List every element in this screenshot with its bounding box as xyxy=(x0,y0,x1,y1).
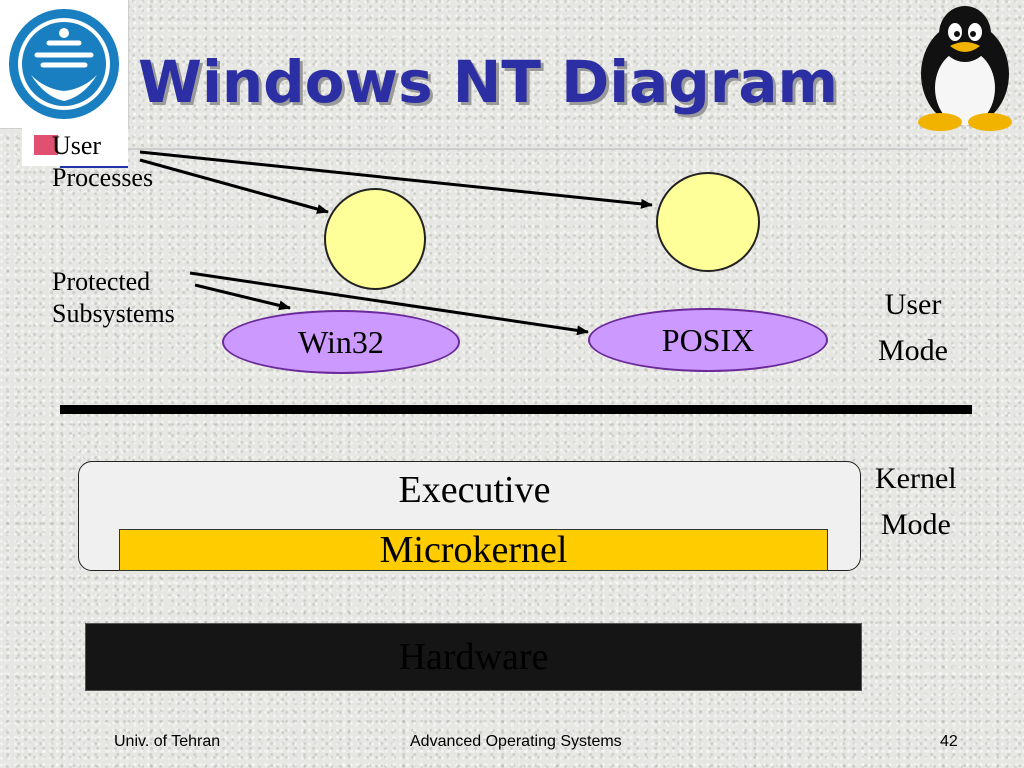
footer-page-number: 42 xyxy=(940,733,958,750)
user-processes-label-line2: Processes xyxy=(52,163,154,192)
kernel-mode-label-line2: Mode xyxy=(880,508,951,541)
win32-user-process xyxy=(324,188,426,290)
slide-title: Windows NT Diagram xyxy=(138,48,838,116)
footer-course-title: Advanced Operating Systems xyxy=(410,733,622,750)
user-mode-label-line2: Mode xyxy=(878,334,948,367)
arrow-protected-to-win32 xyxy=(194,283,291,311)
protected-subsystems-label-line1: Protected xyxy=(52,267,151,296)
user-mode-label: User Mode xyxy=(878,282,948,374)
kernel-mode-label-line1: Kernel xyxy=(875,462,957,495)
user-processes-label-line1: User xyxy=(52,131,102,160)
microkernel-layer-label: Microkernel xyxy=(379,529,568,571)
kernel-mode-label: Kernel Mode xyxy=(875,456,957,548)
posix-user-process xyxy=(656,172,760,272)
posix-subsystem-label: POSIX xyxy=(661,321,755,358)
win32-subsystem-label: Win32 xyxy=(298,323,384,360)
win32-subsystem: Win32 xyxy=(222,310,460,374)
university-logo xyxy=(0,0,129,129)
hardware-layer-label: Hardware xyxy=(398,636,549,678)
microkernel-layer: Microkernel xyxy=(119,529,828,571)
user-kernel-mode-divider xyxy=(60,405,972,414)
university-of-tehran-logo-icon xyxy=(9,9,119,119)
protected-subsystems-label-line2: Subsystems xyxy=(52,299,175,328)
title-underline xyxy=(128,148,968,150)
arrow-protected-to-posix xyxy=(189,271,589,336)
user-processes-label: User Processes xyxy=(52,130,153,194)
title-corner-accent xyxy=(34,135,58,155)
posix-subsystem: POSIX xyxy=(588,308,828,372)
footer-institution: Univ. of Tehran xyxy=(114,733,221,750)
arrow-user-to-win32-process xyxy=(139,158,329,214)
user-mode-label-line1: User xyxy=(884,288,942,321)
tux-penguin-icon xyxy=(918,6,1012,131)
arrow-user-to-posix-process xyxy=(139,150,653,209)
hardware-layer: Hardware xyxy=(85,623,862,691)
executive-layer-label: Executive xyxy=(398,469,551,511)
protected-subsystems-label: Protected Subsystems xyxy=(52,266,175,330)
